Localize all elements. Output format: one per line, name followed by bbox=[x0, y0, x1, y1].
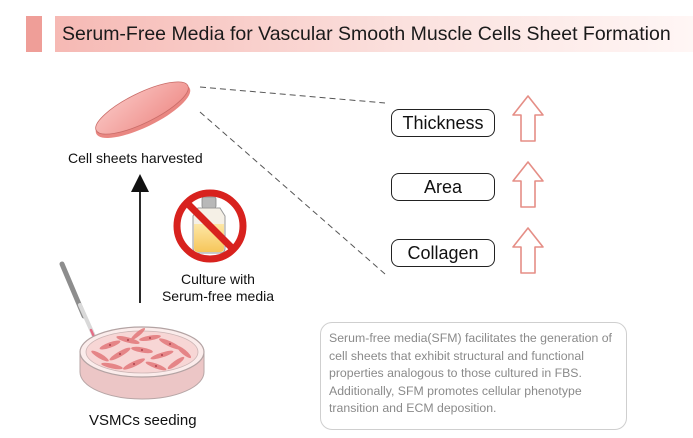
cell-sheets-label: Cell sheets harvested bbox=[68, 150, 203, 166]
petri-dish-icon bbox=[79, 326, 205, 400]
dashed-connectors bbox=[199, 86, 386, 275]
no-symbol-icon bbox=[173, 189, 247, 263]
page-title: Serum-Free Media for Vascular Smooth Mus… bbox=[62, 23, 671, 45]
summary-box: Serum-free media(SFM) facilitates the ge… bbox=[320, 322, 627, 430]
up-arrow-icon-collagen bbox=[512, 227, 544, 274]
up-arrow-icon-thickness bbox=[512, 95, 544, 142]
up-arrow-icon-area bbox=[512, 161, 544, 208]
title-banner bbox=[55, 16, 693, 52]
culture-label: Culture with Serum-free media bbox=[161, 271, 275, 304]
seeding-label: VSMCs seeding bbox=[89, 412, 197, 429]
outcome-area: Area bbox=[391, 173, 495, 201]
outcome-collagen: Collagen bbox=[391, 239, 495, 267]
title-accent-block bbox=[26, 16, 42, 52]
outcome-thickness: Thickness bbox=[391, 109, 495, 137]
pipette-icon bbox=[59, 261, 101, 350]
cell-sheet-icon bbox=[95, 81, 191, 138]
